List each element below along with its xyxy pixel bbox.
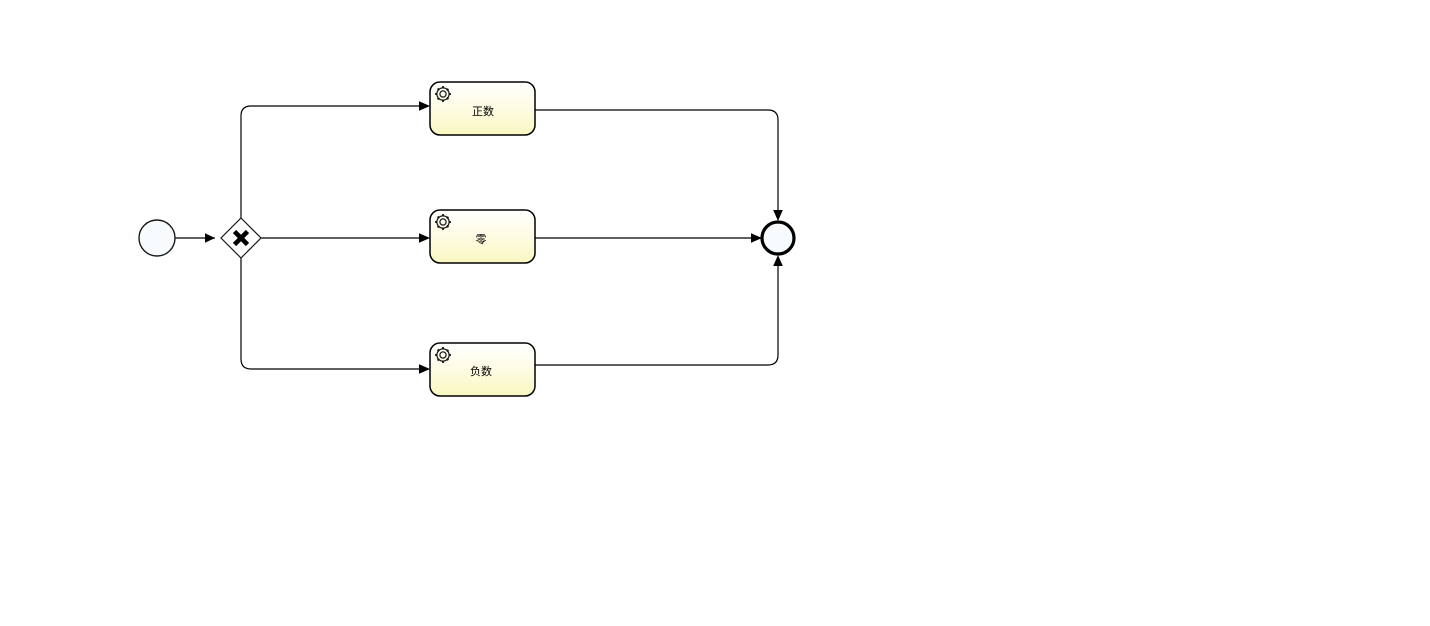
flow-gateway-to-zero[interactable] bbox=[261, 233, 430, 243]
task-positive-label: 正数 bbox=[472, 105, 494, 118]
task-zero[interactable]: 零 bbox=[429, 209, 536, 264]
task-positive[interactable]: 正数 bbox=[429, 81, 536, 136]
task-negative[interactable]: 负数 bbox=[429, 342, 536, 397]
flow-zero-to-end[interactable] bbox=[535, 233, 762, 243]
gear-icon bbox=[435, 214, 451, 230]
end-event-circle bbox=[760, 220, 796, 256]
flow-gateway-to-positive[interactable] bbox=[240, 101, 430, 218]
task-negative-label: 负数 bbox=[470, 364, 492, 378]
end-event[interactable] bbox=[760, 220, 796, 256]
flow-negative-to-end[interactable] bbox=[535, 255, 783, 366]
task-positive-box bbox=[429, 81, 536, 136]
gear-icon bbox=[435, 347, 451, 363]
start-event[interactable] bbox=[138, 219, 176, 257]
start-event-circle bbox=[138, 219, 176, 257]
task-zero-box bbox=[429, 209, 536, 264]
exclusive-gateway[interactable] bbox=[220, 217, 262, 259]
flow-start-to-gateway[interactable] bbox=[175, 233, 215, 243]
task-negative-box bbox=[429, 342, 536, 397]
flow-positive-to-end[interactable] bbox=[535, 109, 783, 221]
gateway-x-icon bbox=[232, 229, 250, 247]
task-zero-label: 零 bbox=[476, 233, 487, 246]
gear-icon bbox=[435, 86, 451, 102]
flow-gateway-to-negative[interactable] bbox=[240, 258, 430, 374]
